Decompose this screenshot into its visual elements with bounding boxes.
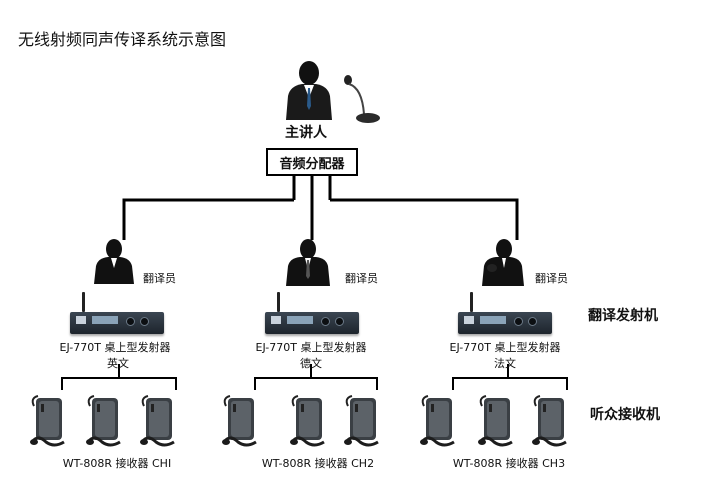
interpreter-1-icon bbox=[94, 239, 134, 284]
receiver-1-2-icon bbox=[86, 395, 121, 447]
interpreter-2-label: 翻译员 bbox=[345, 272, 378, 285]
transmitter-2-name: 桌上型发射器 bbox=[300, 341, 367, 354]
transmitter-3-model: EJ-770T bbox=[449, 341, 492, 354]
transmitter-1-name: 桌上型发射器 bbox=[104, 341, 171, 354]
speaker-label: 主讲人 bbox=[285, 125, 327, 141]
transmitter-1-model: EJ-770T bbox=[59, 341, 102, 354]
transmitter-3-language: 法文 bbox=[494, 357, 516, 370]
transmitter-1-icon bbox=[70, 292, 164, 334]
receiver-1-name: 接收器 bbox=[115, 457, 149, 470]
receiver-2-name: 接收器 bbox=[314, 457, 348, 470]
receiver-group-2-caption: WT-808R 接收器 CH2 bbox=[243, 455, 393, 471]
transmitter-3-name: 桌上型发射器 bbox=[494, 341, 561, 354]
receiver-3-channel: CH3 bbox=[542, 457, 566, 470]
audio-distributor-box: 音频分配器 bbox=[266, 148, 358, 176]
transmitter-3-caption: EJ-770T 桌上型发射器 bbox=[430, 339, 580, 355]
interpreter-3-icon bbox=[482, 239, 524, 286]
receiver-1-model: WT-808R bbox=[62, 457, 112, 470]
receiver-3-2-icon bbox=[478, 395, 513, 447]
microphone-icon bbox=[344, 75, 380, 123]
transmitter-2-icon bbox=[265, 292, 359, 334]
receiver-1-1-icon bbox=[30, 395, 65, 447]
receiver-1-channel: CHI bbox=[152, 457, 172, 470]
receivers-section-label: 听众接收机 bbox=[590, 407, 660, 423]
transmitters-section-label: 翻译发射机 bbox=[588, 308, 658, 324]
transmitter-2-model: EJ-770T bbox=[255, 341, 298, 354]
transmitter-1-caption: EJ-770T 桌上型发射器 bbox=[40, 339, 190, 355]
receiver-3-1-icon bbox=[420, 395, 455, 447]
receiver-2-3-icon bbox=[344, 395, 379, 447]
receiver-3-3-icon bbox=[532, 395, 567, 447]
interpreter-1-label: 翻译员 bbox=[143, 272, 176, 285]
transmitter-3-icon bbox=[458, 292, 552, 334]
transmitter-2-language: 德文 bbox=[300, 357, 322, 370]
receiver-2-1-icon bbox=[222, 395, 257, 447]
speaker-icon bbox=[286, 61, 332, 120]
receiver-2-channel: CH2 bbox=[351, 457, 375, 470]
receiver-2-2-icon bbox=[290, 395, 325, 447]
interpreter-3-label: 翻译员 bbox=[535, 272, 568, 285]
transmitter-1-language: 英文 bbox=[107, 357, 129, 370]
diagram-title: 无线射频同声传译系统示意图 bbox=[18, 30, 227, 49]
transmitter-2-caption: EJ-770T 桌上型发射器 bbox=[236, 339, 386, 355]
receiver-group-3-caption: WT-808R 接收器 CH3 bbox=[434, 455, 584, 471]
receiver-3-name: 接收器 bbox=[505, 457, 539, 470]
receiver-group-1-caption: WT-808R 接收器 CHI bbox=[42, 455, 192, 471]
receiver-2-model: WT-808R bbox=[261, 457, 312, 470]
receiver-1-3-icon bbox=[140, 395, 175, 447]
audio-distributor-label: 音频分配器 bbox=[279, 156, 345, 172]
interpreter-2-icon bbox=[286, 239, 330, 286]
receiver-3-model: WT-808R bbox=[452, 457, 503, 470]
